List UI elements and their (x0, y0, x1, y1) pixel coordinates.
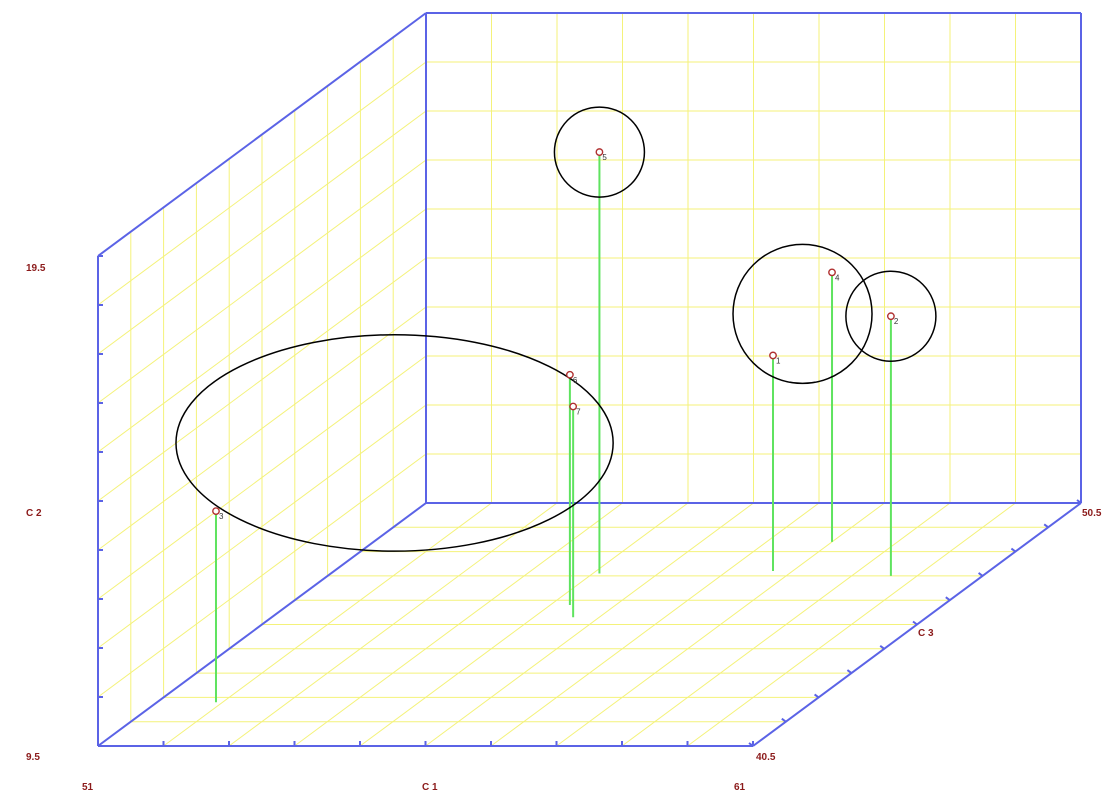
cluster-outline (732, 243, 873, 385)
cluster-outline (553, 106, 646, 198)
floor-grid-line (687, 502, 1016, 747)
floor-grid-line (490, 502, 820, 747)
data-points: 3 5 6 7 1 4 2 (212, 148, 899, 521)
axis-ticks (97, 255, 1082, 747)
z-axis-tick (1043, 523, 1049, 529)
data-point (887, 312, 895, 321)
data-point (212, 507, 220, 516)
frame-edge (97, 12, 427, 257)
z-axis-max-label: 50.5 (1082, 508, 1102, 519)
frame-edge (97, 502, 427, 747)
left-wall-grid-line (97, 159, 427, 404)
y-axis-max-label: 19.5 (26, 263, 46, 274)
x-axis-max-label: 61 (734, 782, 746, 793)
floor-grid-line (621, 502, 951, 747)
left-wall-grid-line (97, 208, 427, 453)
z-axis-tick (1076, 499, 1082, 504)
z-axis-min-label: 40.5 (756, 752, 776, 763)
data-point (828, 268, 836, 277)
z-axis-tick (945, 596, 951, 602)
point-label: 7 (576, 408, 581, 417)
left-wall-grid-line (97, 61, 427, 306)
y-axis-title: C 2 (26, 508, 42, 519)
z-axis-tick (977, 572, 984, 577)
cluster-outlines (175, 106, 937, 552)
axis-labels: 19.5 9.5 C 2 51 C 1 61 40.5 C 3 50.5 (26, 263, 1102, 793)
data-point (769, 351, 777, 360)
left-wall-grid-line (97, 110, 427, 355)
z-axis-tick (781, 717, 787, 723)
point-label: 4 (835, 273, 840, 282)
z-axis-tick (846, 669, 853, 674)
point-label: 5 (602, 153, 607, 162)
point-label: 3 (219, 512, 224, 521)
z-axis-tick (1010, 547, 1017, 553)
data-point (569, 402, 578, 411)
drop-lines (214, 155, 892, 703)
point-label: 1 (776, 356, 781, 365)
data-point (595, 148, 604, 156)
axes-frame (97, 12, 1082, 747)
z-axis-tick (879, 644, 885, 650)
data-point (565, 370, 574, 379)
cluster-outline (175, 334, 614, 552)
x-axis-title: C 1 (422, 782, 438, 793)
x-axis-min-label: 51 (82, 782, 94, 793)
point-label: 6 (573, 376, 578, 385)
cluster-outline (845, 270, 937, 362)
z-axis-tick (813, 693, 820, 699)
floor-grid-line (556, 502, 885, 747)
y-axis-min-label: 9.5 (26, 752, 40, 763)
z-axis-tick (912, 620, 918, 626)
z-axis-title: C 3 (918, 628, 934, 639)
point-label: 2 (894, 317, 899, 326)
